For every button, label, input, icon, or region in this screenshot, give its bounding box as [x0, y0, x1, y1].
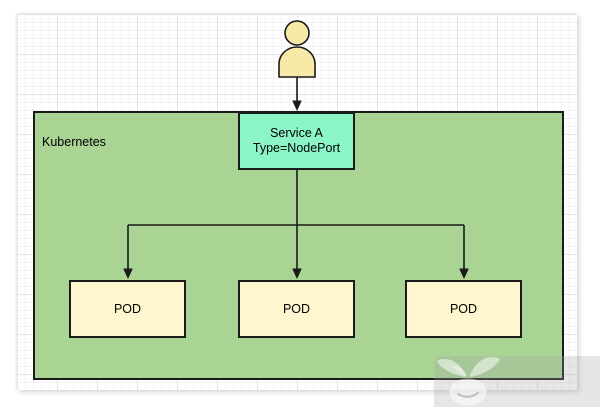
- pod-node-3: POD: [405, 280, 522, 338]
- service-label-line1: Service A: [270, 126, 323, 140]
- mascot-watermark-icon: [437, 356, 500, 406]
- service-node: Service A Type=NodePort: [238, 112, 355, 170]
- cluster-label: Kubernetes: [42, 135, 106, 149]
- pod-node-1: POD: [69, 280, 186, 338]
- pod-label: POD: [449, 301, 478, 316]
- arrowhead-pod2: [292, 268, 302, 279]
- pod-node-2: POD: [238, 280, 355, 338]
- pod-label: POD: [282, 301, 311, 316]
- arrowhead-pod3: [459, 268, 469, 279]
- user-icon: [278, 46, 316, 78]
- arrowhead-pod1: [123, 268, 133, 279]
- service-label-line2: Type=NodePort: [252, 141, 341, 155]
- pod-label: POD: [113, 301, 142, 316]
- arrowhead-service: [292, 100, 302, 111]
- user-icon: [284, 20, 310, 46]
